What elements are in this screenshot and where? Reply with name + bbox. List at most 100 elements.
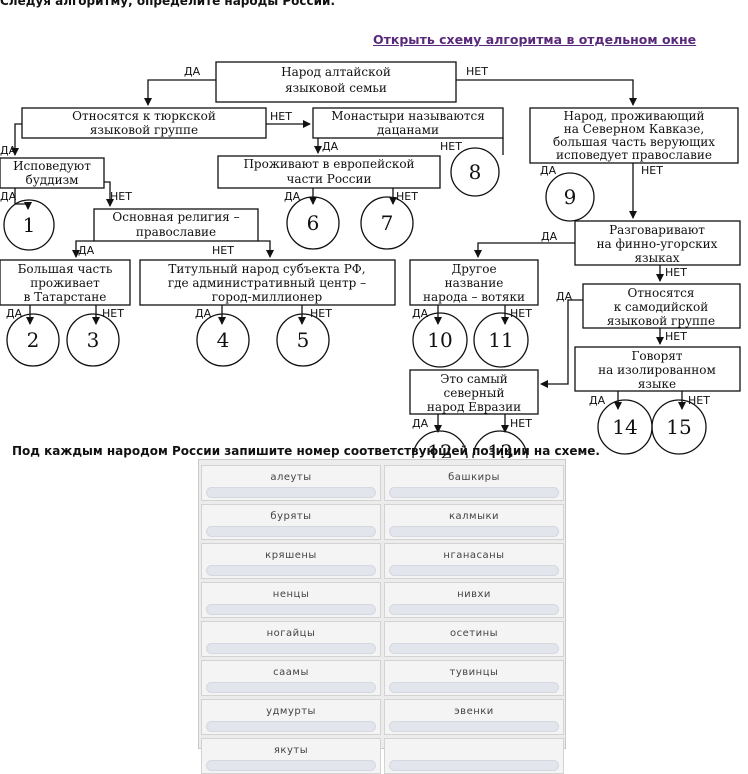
no-label: НЕТ bbox=[110, 190, 132, 203]
people-cell: ненцы bbox=[201, 582, 381, 618]
answer-number-circle: 14 bbox=[612, 415, 637, 439]
no-label: НЕТ bbox=[688, 394, 710, 407]
answer-number-circle: 8 bbox=[469, 160, 482, 184]
answer-number-circle: 15 bbox=[666, 415, 691, 439]
people-name: башкиры bbox=[448, 472, 500, 483]
yes-label: ДА bbox=[589, 394, 606, 407]
no-label: НЕТ bbox=[466, 65, 488, 78]
answer-drop-field[interactable] bbox=[389, 487, 559, 498]
yes-label: ДА bbox=[412, 417, 429, 430]
people-name: кряшены bbox=[265, 550, 317, 561]
people-cell: башкиры bbox=[384, 465, 564, 501]
yes-label: ДА bbox=[556, 290, 573, 303]
people-name: нивхи bbox=[457, 589, 491, 600]
answer-number-circle: 2 bbox=[27, 328, 40, 352]
answer-number-circle: 3 bbox=[87, 328, 100, 352]
yes-label: ДА bbox=[6, 307, 23, 320]
answer-number-circle: 5 bbox=[297, 328, 310, 352]
no-label: НЕТ bbox=[641, 164, 663, 177]
answer-number-circle: 9 bbox=[564, 185, 577, 209]
answer-drop-field[interactable] bbox=[206, 487, 376, 498]
no-label: НЕТ bbox=[310, 307, 332, 320]
answer-number-circle: 6 bbox=[307, 211, 320, 235]
no-label: НЕТ bbox=[665, 266, 687, 279]
answer-drop-field[interactable] bbox=[389, 526, 559, 537]
people-cell: буряты bbox=[201, 504, 381, 540]
answer-drop-field[interactable] bbox=[206, 604, 376, 615]
answer-drop-field[interactable] bbox=[389, 682, 559, 693]
answer-number-circle: 4 bbox=[217, 328, 230, 352]
answer-grid: алеуты башкиры буряты калмыки кряшены нг… bbox=[198, 459, 566, 774]
yes-label: ДА bbox=[195, 307, 212, 320]
answer-number-circle: 10 bbox=[427, 328, 452, 352]
people-name: алеуты bbox=[270, 472, 312, 483]
yes-label: ДА bbox=[184, 65, 201, 78]
people-cell: калмыки bbox=[384, 504, 564, 540]
people-name: буряты bbox=[270, 511, 312, 522]
people-cell: кряшены bbox=[201, 543, 381, 579]
people-cell bbox=[384, 738, 564, 774]
no-label: НЕТ bbox=[510, 417, 532, 430]
people-name: якуты bbox=[273, 745, 309, 756]
people-cell: эвенки bbox=[384, 699, 564, 735]
people-name: калмыки bbox=[448, 511, 500, 522]
people-name: тувинцы bbox=[449, 667, 499, 678]
yes-label: ДА bbox=[412, 307, 429, 320]
answer-drop-field[interactable] bbox=[206, 643, 376, 654]
people-name: удмурты bbox=[266, 706, 316, 717]
people-name: нганасаны bbox=[443, 550, 505, 561]
people-cell: тувинцы bbox=[384, 660, 564, 696]
people-cell: нивхи bbox=[384, 582, 564, 618]
open-scheme-link[interactable]: Открыть схему алгоритма в отдельном окне bbox=[373, 32, 697, 47]
answer-instruction: Под каждым народом России запишите номер… bbox=[12, 444, 600, 458]
answer-drop-field[interactable] bbox=[389, 604, 559, 615]
answer-drop-field[interactable] bbox=[206, 526, 376, 537]
answer-drop-field[interactable] bbox=[389, 643, 559, 654]
answer-number-circle: 12 bbox=[427, 440, 452, 458]
yes-label: ДА bbox=[284, 190, 301, 203]
answer-drop-field[interactable] bbox=[389, 721, 559, 732]
people-name: ненцы bbox=[272, 589, 310, 600]
answer-drop-field[interactable] bbox=[206, 721, 376, 732]
answer-drop-field[interactable] bbox=[206, 760, 376, 771]
yes-label: ДА bbox=[541, 230, 558, 243]
box-titular-people-million-city: Титульный народ субъекта РФ,где админист… bbox=[168, 262, 366, 304]
task-instruction: Следуя алгоритму, определите народы Росс… bbox=[0, 0, 335, 8]
answer-drop-field[interactable] bbox=[389, 565, 559, 576]
yes-label: ДА bbox=[322, 140, 339, 153]
box-orthodox-religion: Основная религия –православие bbox=[112, 210, 239, 239]
answer-drop-field[interactable] bbox=[206, 682, 376, 693]
yes-label: ДА bbox=[78, 244, 95, 257]
no-label: НЕТ bbox=[440, 140, 462, 153]
people-cell: ногайцы bbox=[201, 621, 381, 657]
no-label: НЕТ bbox=[212, 244, 234, 257]
people-cell: якуты bbox=[201, 738, 381, 774]
people-name: ногайцы bbox=[266, 628, 316, 639]
people-cell: саамы bbox=[201, 660, 381, 696]
no-label: НЕТ bbox=[396, 190, 418, 203]
people-name: эвенки bbox=[454, 706, 494, 717]
answer-number-circle: 7 bbox=[381, 211, 394, 235]
yes-label: ДА bbox=[0, 144, 17, 157]
no-label: НЕТ bbox=[510, 307, 532, 320]
answer-drop-field[interactable] bbox=[389, 760, 559, 771]
people-cell: удмурты bbox=[201, 699, 381, 735]
answer-number-circle: 11 bbox=[488, 328, 513, 352]
no-label: НЕТ bbox=[270, 110, 292, 123]
answer-drop-field[interactable] bbox=[206, 565, 376, 576]
people-name: осетины bbox=[449, 628, 499, 639]
answer-number-circle: 1 bbox=[23, 213, 36, 237]
yes-label: ДА bbox=[540, 164, 557, 177]
